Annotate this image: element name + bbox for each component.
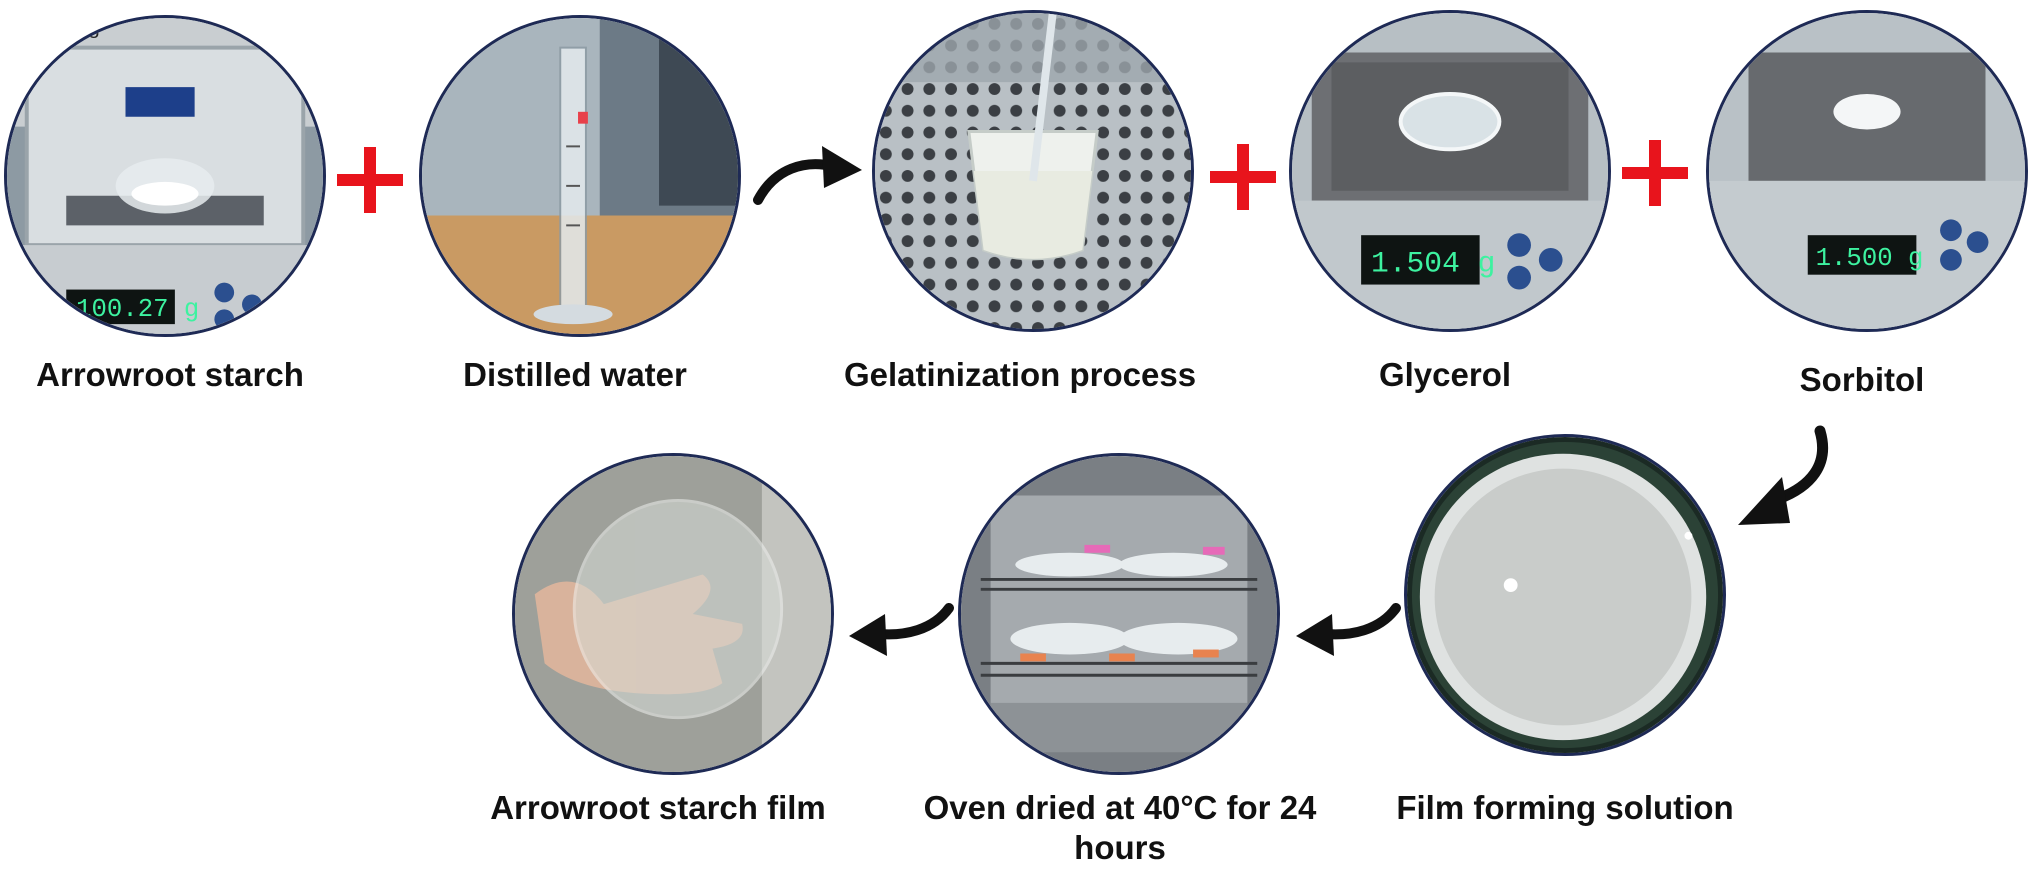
handwritten-note: ARF 5/8 [27,21,99,43]
oven-photo-illustration [961,456,1277,772]
balance-photo-illustration: ARF 5/8 100.27 g [7,18,323,334]
photo-film-forming-solution [1404,434,1726,756]
curved-arrow-icon [1292,600,1404,660]
label-oven-dried: Oven dried at 40°C for 24 hours [923,789,1317,866]
film-in-hand-photo-illustration [515,456,831,772]
label-gelatinization: Gelatinization process [843,356,1197,393]
label-film-forming-solution: Film forming solution [1396,789,1734,826]
scale-readout: 100.27 g [76,295,199,324]
label-starch-film: Arrowroot starch film [490,789,826,826]
photo-oven-dried [958,453,1280,775]
label-distilled-water: Distilled water [463,356,687,393]
photo-sorbitol: 1.500 g [1706,10,2028,332]
petri-dish-photo-illustration [1407,437,1723,753]
plus-icon [1620,138,1690,208]
cylinder-photo-illustration [422,18,738,334]
plus-icon [335,145,405,215]
scale-readout: 1.500 g [1816,244,1924,273]
curved-arrow-icon [750,140,865,215]
label-glycerol: Glycerol [1378,356,1512,393]
photo-distilled-water [419,15,741,337]
curved-arrow-icon [845,600,957,660]
photo-starch-film [512,453,834,775]
label-arrowroot-starch: Arrowroot starch [36,356,304,393]
photo-glycerol: 1.504 g [1289,10,1611,332]
plus-icon [1208,142,1278,212]
label-sorbitol: Sorbitol [1799,361,1925,398]
curved-arrow-icon [1730,425,1840,535]
scale-readout: 1.504 g [1371,247,1495,281]
photo-gelatinization [872,10,1194,332]
photo-arrowroot-starch: ARF 5/8 100.27 g [4,15,326,337]
balance-photo-illustration: 1.504 g [1292,13,1608,329]
beaker-photo-illustration [875,13,1191,329]
balance-photo-illustration: 1.500 g [1709,13,2025,329]
